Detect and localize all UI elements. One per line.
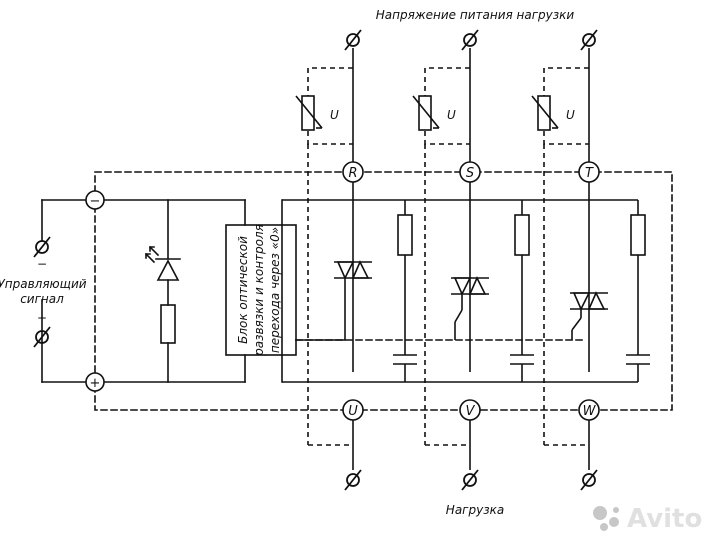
- supply-connector-s-icon: [461, 29, 479, 51]
- control-signal-label-line2: сигнал: [20, 292, 64, 306]
- watermark-text: Avito: [627, 504, 702, 534]
- terminal-s-label: S: [466, 166, 474, 181]
- control-signal-label-line1: Управляющий: [0, 277, 87, 291]
- terminal-w: [578, 399, 600, 421]
- terminal-u: [342, 399, 364, 421]
- terminal-r-label: R: [348, 166, 357, 181]
- phase-r: [282, 48, 417, 470]
- load-connector-u-icon: [344, 469, 362, 491]
- terminal-s: [459, 161, 481, 183]
- optical-isolation-block: [225, 224, 297, 356]
- led-icon: [144, 245, 181, 281]
- control-minus-label: −: [37, 257, 47, 271]
- terminal-t: [578, 161, 600, 183]
- control-circuit: [41, 199, 246, 383]
- supply-label: Напряжение питания нагрузки: [376, 8, 575, 22]
- terminal-w-label: W: [583, 404, 597, 419]
- supply-connector-r-icon: [344, 29, 362, 51]
- terminal-minus: [85, 190, 105, 210]
- terminal-r: [342, 161, 364, 183]
- load-connector-v-icon: [461, 469, 479, 491]
- terminal-t-label: T: [585, 166, 594, 181]
- terminal-u-label: U: [348, 404, 358, 419]
- avito-watermark: Avito: [593, 504, 702, 534]
- block-label-line2: развязки и контроля: [252, 224, 266, 357]
- supply-connector-t-icon: [580, 29, 598, 51]
- varistor-r-label: U: [330, 108, 339, 122]
- control-connector-minus-icon: [33, 236, 51, 258]
- terminal-plus: [85, 372, 105, 392]
- varistor-s-label: U: [447, 108, 456, 122]
- load-connector-w-icon: [580, 469, 598, 491]
- phase-s: [405, 48, 534, 470]
- terminal-plus-label: +: [90, 376, 101, 391]
- control-plus-label: +: [37, 311, 47, 325]
- varistor-t-label: U: [566, 108, 575, 122]
- block-label-line1: Блок оптической: [236, 236, 250, 344]
- phase-t: [522, 48, 650, 470]
- control-connector-plus-icon: [33, 326, 51, 348]
- terminal-v: [459, 399, 481, 421]
- relay-enclosure: [94, 171, 673, 411]
- terminal-minus-label: −: [90, 194, 101, 209]
- block-label-line3: перехода через «0»: [268, 227, 282, 353]
- terminal-v-label: V: [466, 404, 476, 419]
- load-label: Нагрузка: [446, 503, 504, 517]
- avito-logo-icon: [593, 506, 619, 531]
